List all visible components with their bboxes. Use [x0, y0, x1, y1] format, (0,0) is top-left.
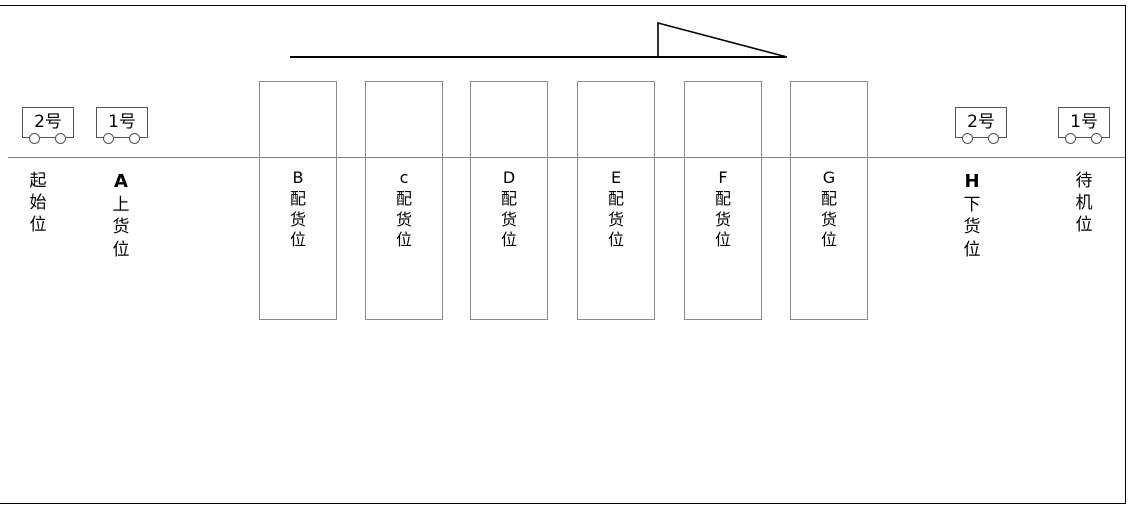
cart-label: 1号: [1070, 112, 1098, 132]
station-char: 位: [963, 239, 981, 260]
cart-wheel-right-icon: [1091, 133, 1102, 144]
bay-rect-g[interactable]: [790, 81, 868, 320]
page-border-top: [0, 5, 1126, 6]
cart-wheel-left-icon: [1065, 133, 1076, 144]
bay-label-e: E 配 货 位: [577, 168, 655, 251]
bay-char: 位: [714, 230, 731, 250]
bay-char: 位: [820, 230, 837, 250]
bay-rect-e[interactable]: [577, 81, 655, 320]
bay-rect-d[interactable]: [470, 81, 548, 320]
cart-left-2[interactable]: 2号: [22, 107, 74, 144]
bay-code: E: [610, 168, 622, 187]
bay-char: 货: [820, 209, 837, 229]
bay-rect-f[interactable]: [684, 81, 762, 320]
bay-char: 配: [714, 188, 731, 208]
bay-code: D: [502, 168, 516, 187]
cart-body: [96, 107, 148, 138]
station-char: 下: [963, 195, 981, 216]
bay-char: 配: [289, 188, 306, 208]
station-label-start: 起 始 位: [18, 170, 58, 236]
page-border-bottom: [0, 503, 1126, 504]
bay-char: 货: [500, 209, 517, 229]
bay-char: 位: [289, 230, 306, 250]
overhead-rail-line: [290, 56, 785, 58]
bay-label-g: G 配 货 位: [790, 168, 868, 251]
cart-wheel-left-icon: [29, 133, 40, 144]
station-label-unload: H 下 货 位: [952, 170, 992, 261]
bay-char: 配: [500, 188, 517, 208]
cart-label: 2号: [967, 112, 995, 132]
bay-label-b: B 配 货 位: [259, 168, 337, 251]
cart-wheel-left-icon: [962, 133, 973, 144]
bay-char: 配: [395, 188, 412, 208]
bay-rect-b[interactable]: [259, 81, 337, 320]
station-char: 位: [112, 239, 130, 260]
bay-label-c: c 配 货 位: [365, 168, 443, 251]
station-char: 待: [1075, 171, 1093, 191]
bay-char: 位: [395, 230, 412, 250]
bay-char: 货: [714, 209, 731, 229]
bay-code: c: [399, 168, 409, 187]
cart-wheel-left-icon: [103, 133, 114, 144]
cart-wheel-right-icon: [129, 133, 140, 144]
station-code: A: [114, 171, 128, 192]
cart-body: [955, 107, 1007, 138]
page-border-right: [1125, 5, 1126, 504]
bay-char: 货: [289, 209, 306, 229]
cart-left-1[interactable]: 1号: [96, 107, 148, 144]
station-char: 货: [963, 217, 981, 238]
bay-code: F: [718, 168, 728, 187]
bay-label-d: D 配 货 位: [470, 168, 548, 251]
station-char: 货: [112, 217, 130, 238]
bay-label-f: F 配 货 位: [684, 168, 762, 251]
bay-code: B: [292, 168, 304, 187]
bay-char: 货: [607, 209, 624, 229]
cart-label: 2号: [34, 112, 62, 132]
bay-rect-c[interactable]: [365, 81, 443, 320]
bay-char: 货: [395, 209, 412, 229]
cart-body: [22, 107, 74, 138]
cart-right-2[interactable]: 2号: [955, 107, 1007, 144]
station-label-standby: 待 机 位: [1064, 170, 1104, 236]
bay-char: 配: [607, 188, 624, 208]
bay-char: 位: [607, 230, 624, 250]
station-char: 上: [112, 195, 130, 216]
cart-wheel-right-icon: [988, 133, 999, 144]
rail-direction-wedge-icon: [657, 21, 788, 58]
bay-char: 位: [500, 230, 517, 250]
station-label-load: A 上 货 位: [101, 170, 141, 261]
station-char: 位: [29, 215, 47, 236]
cart-wheel-right-icon: [55, 133, 66, 144]
cart-label: 1号: [108, 112, 136, 132]
station-char: 起: [29, 171, 47, 191]
cart-body: [1058, 107, 1110, 138]
station-char: 始: [29, 193, 47, 214]
bay-code: G: [822, 168, 836, 187]
ground-track-line: [8, 157, 1125, 158]
station-char: 机: [1075, 193, 1093, 214]
station-char: 位: [1075, 215, 1093, 236]
station-code: H: [964, 171, 980, 192]
cart-right-1[interactable]: 1号: [1058, 107, 1110, 144]
bay-char: 配: [820, 188, 837, 208]
